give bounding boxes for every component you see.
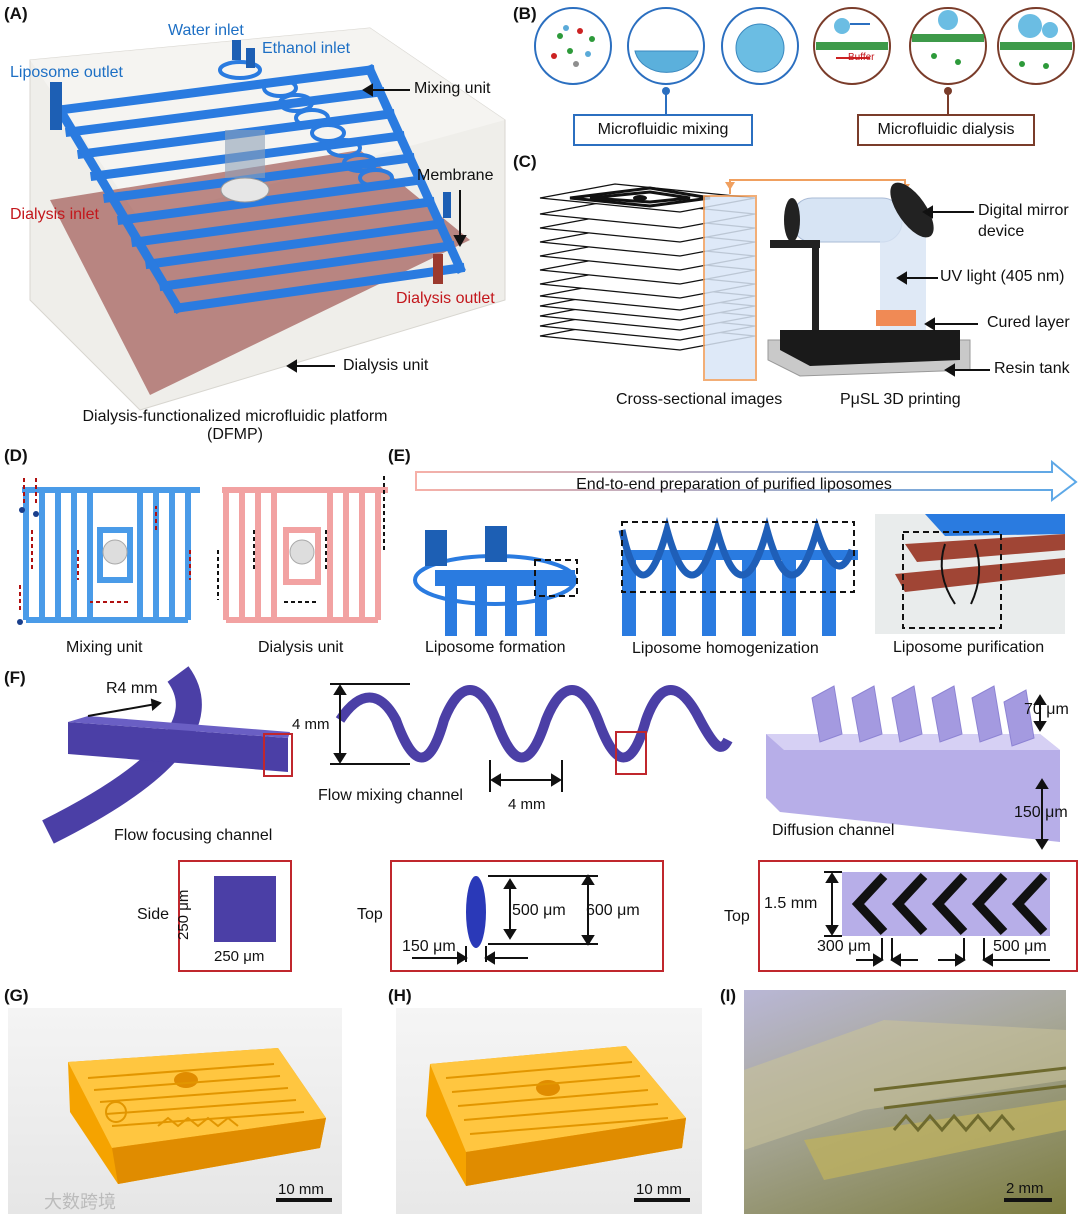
label-mixing-unit: Mixing unit bbox=[414, 80, 491, 97]
label-top-2: Top bbox=[724, 908, 750, 925]
label-500um: 500 μm bbox=[512, 902, 566, 919]
panel-d-units bbox=[17, 476, 388, 625]
scalebar-h-line bbox=[634, 1198, 690, 1202]
label-resin-tank: Resin tank bbox=[994, 360, 1070, 377]
label-digital-mirror-line2: device bbox=[978, 223, 1025, 240]
label-dialysis-inlet: Dialysis inlet bbox=[10, 206, 99, 223]
panel-f-mixing-channel bbox=[330, 683, 733, 792]
scalebar-h-label: 10 mm bbox=[636, 1181, 682, 1198]
label-flow-mixing: Flow mixing channel bbox=[318, 787, 463, 804]
label-liposome-outlet: Liposome outlet bbox=[10, 64, 123, 81]
label-500um-pitch: 500 μm bbox=[993, 938, 1047, 955]
label-70um: 70 μm bbox=[1024, 701, 1069, 718]
photo-i: 2 mm bbox=[744, 990, 1066, 1214]
label-buffer: Buffer bbox=[848, 52, 875, 63]
label-end-to-end: End-to-end preparation of purified lipos… bbox=[576, 476, 892, 493]
label-side: Side bbox=[137, 906, 170, 923]
photo-g: 10 mm 大数跨境 bbox=[8, 1008, 342, 1214]
box-microfluidic-mixing: Microfluidic mixing bbox=[573, 114, 753, 146]
scalebar-g-label: 10 mm bbox=[278, 1181, 324, 1198]
label-side-250-vertical: 250 μm bbox=[175, 889, 192, 940]
label-ethanol-inlet: Ethanol inlet bbox=[262, 40, 351, 57]
panel-label-e: (E) bbox=[388, 446, 411, 465]
side-square bbox=[214, 876, 276, 942]
panel-label-c: (C) bbox=[513, 152, 537, 171]
inset-top-mixing-drawing bbox=[412, 874, 598, 965]
panel-a-device-illustration bbox=[29, 27, 506, 411]
panel-label-b: (B) bbox=[513, 4, 537, 23]
label-dialysis-unit: Dialysis unit bbox=[343, 357, 429, 374]
label-liposome-homogenization: Liposome homogenization bbox=[632, 640, 819, 657]
label-digital-mirror: Digital mirror device bbox=[978, 202, 1069, 241]
label-liposome-purification: Liposome purification bbox=[893, 639, 1045, 656]
label-side-250-horizontal: 250 μm bbox=[214, 948, 265, 965]
label-600um: 600 μm bbox=[586, 902, 640, 919]
panel-label-d: (D) bbox=[4, 446, 28, 465]
label-300um: 300 μm bbox=[817, 938, 871, 955]
box-microfluidic-dialysis: Microfluidic dialysis bbox=[857, 114, 1035, 146]
panel-label-a: (A) bbox=[4, 4, 28, 23]
label-dialysis-outlet: Dialysis outlet bbox=[396, 290, 495, 307]
panel-label-h: (H) bbox=[388, 986, 412, 1005]
label-4mm-vertical: 4 mm bbox=[292, 716, 330, 733]
panel-f-diffusion-channel bbox=[766, 685, 1060, 850]
label-d-dialysis-unit: Dialysis unit bbox=[258, 639, 344, 656]
panel-b-circles bbox=[534, 7, 1075, 116]
scalebar-i-label: 2 mm bbox=[1006, 1180, 1044, 1197]
label-membrane: Membrane bbox=[417, 167, 494, 184]
label-cured-layer: Cured layer bbox=[987, 314, 1070, 331]
label-150um-width: 150 μm bbox=[402, 938, 456, 955]
label-pusl-printing: PμSL 3D printing bbox=[840, 391, 961, 408]
label-liposome-formation: Liposome formation bbox=[425, 639, 566, 656]
label-top-1: Top bbox=[357, 906, 383, 923]
label-microfluidic-mixing: Microfluidic mixing bbox=[597, 121, 729, 138]
scalebar-g-line bbox=[276, 1198, 332, 1202]
label-d-mixing-unit: Mixing unit bbox=[66, 639, 143, 656]
label-water-inlet: Water inlet bbox=[168, 22, 244, 39]
panel-e-purification bbox=[875, 514, 1065, 634]
panel-label-g: (G) bbox=[4, 986, 29, 1005]
label-diffusion: Diffusion channel bbox=[772, 822, 895, 839]
panel-e-formation bbox=[413, 526, 578, 636]
caption-dfmp: Dialysis-functionalized microfluidic pla… bbox=[30, 408, 440, 444]
scalebar-i-line bbox=[1004, 1198, 1052, 1202]
panel-label-i: (I) bbox=[720, 986, 737, 1005]
label-cross-sectional: Cross-sectional images bbox=[616, 391, 783, 408]
panel-c-illustration bbox=[539, 179, 990, 381]
caption-dfmp-line1: Dialysis-functionalized microfluidic pla… bbox=[82, 408, 388, 425]
photo-h: 10 mm bbox=[396, 1008, 702, 1214]
panel-e-homogenization bbox=[618, 516, 858, 636]
watermark: 大数跨境 bbox=[44, 1192, 116, 1212]
inset-top-diffusion-arrows bbox=[824, 871, 1050, 967]
photo-g-device bbox=[68, 1048, 326, 1184]
panel-f-focusing-channel bbox=[42, 666, 293, 844]
photo-h-device bbox=[426, 1046, 686, 1186]
label-r4mm: R4 mm bbox=[106, 680, 158, 697]
diffusion-top-chevrons bbox=[851, 872, 1048, 936]
label-microfluidic-dialysis: Microfluidic dialysis bbox=[877, 121, 1015, 138]
panel-label-f: (F) bbox=[4, 668, 26, 687]
inset-top-mixing bbox=[390, 860, 664, 972]
panel-e-arrow bbox=[415, 459, 1078, 502]
label-digital-mirror-line1: Digital mirror bbox=[978, 202, 1069, 219]
caption-dfmp-line2: (DFMP) bbox=[207, 426, 263, 443]
label-150um-height: 150 μm bbox=[1014, 804, 1068, 821]
photo-i-closeup bbox=[744, 1020, 1066, 1180]
label-uv-light: UV light (405 nm) bbox=[940, 268, 1065, 285]
label-flow-focusing: Flow focusing channel bbox=[114, 827, 273, 844]
label-1-5mm: 1.5 mm bbox=[764, 895, 818, 912]
label-4mm-horizontal: 4 mm bbox=[508, 796, 546, 813]
